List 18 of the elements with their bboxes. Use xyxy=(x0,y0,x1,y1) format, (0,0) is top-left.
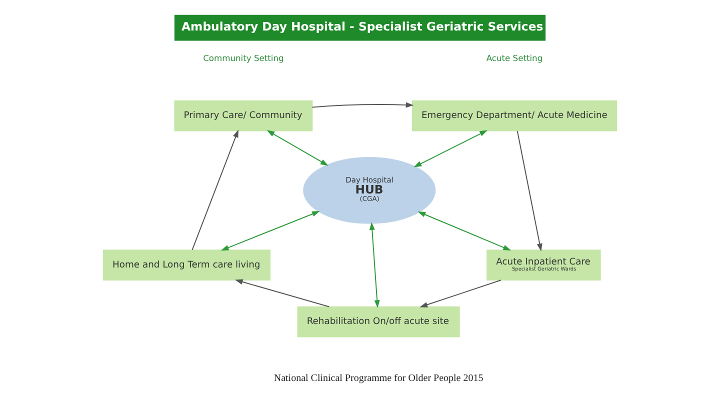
caption: National Clinical Programme for Older People 2015 xyxy=(274,373,484,384)
arrow xyxy=(420,280,502,308)
node-box: Rehabilitation On/off acute site xyxy=(297,306,460,338)
arrow xyxy=(418,211,512,251)
arrow xyxy=(192,130,238,250)
label: Community Setting xyxy=(203,53,284,64)
arrow xyxy=(369,222,380,308)
arrow xyxy=(516,130,542,252)
arrow xyxy=(266,130,328,166)
arrow xyxy=(312,102,414,108)
arrow xyxy=(220,211,320,251)
label: Acute Setting xyxy=(486,53,543,64)
node-box: Emergency Department/ Acute Medicine xyxy=(412,100,618,132)
node-box: Primary Care/ Community xyxy=(174,100,313,132)
diagram-title: Ambulatory Day Hospital - Specialist Geriatric Services xyxy=(182,19,544,34)
arrow xyxy=(234,279,330,308)
arrow xyxy=(414,130,488,168)
node-box: Home and Long Term care living xyxy=(102,250,271,280)
